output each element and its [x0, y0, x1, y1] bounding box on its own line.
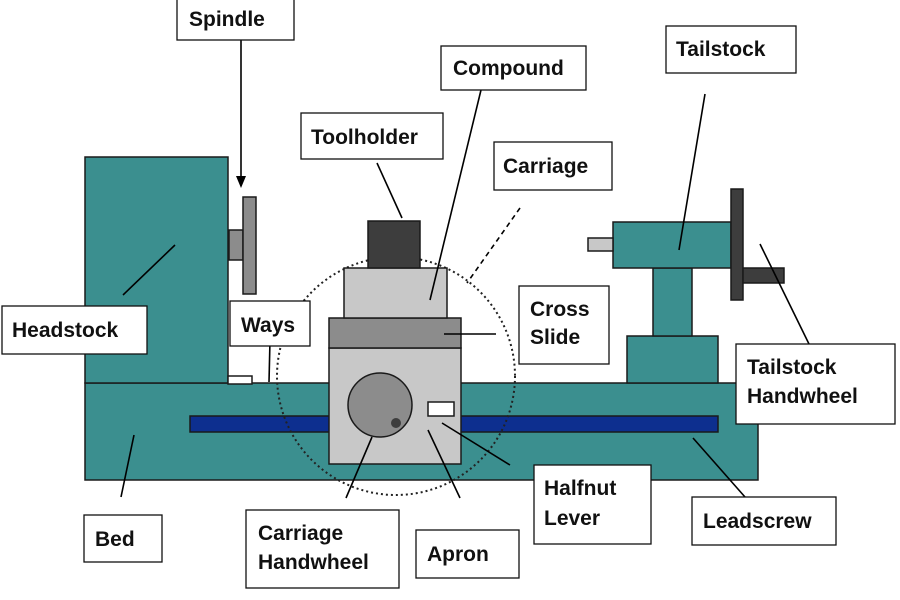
carriage-pointer [466, 207, 521, 284]
tailstock-quill [587, 237, 614, 252]
compound [343, 267, 448, 319]
cross-slide-label-line-2: Slide [530, 326, 580, 349]
tailstock-handwheel [730, 188, 744, 301]
carriage-handwheel-label: Carriage Handwheel [258, 522, 369, 574]
ways-label-box [229, 300, 311, 347]
carriage-handwheel-knob [391, 418, 401, 428]
tailstock-handwheel-label-box [735, 343, 896, 425]
leadscrew-pointer [692, 437, 746, 498]
halfnut-lever [427, 401, 455, 417]
spindle-label-box [176, 0, 295, 41]
tailstock-label: Tailstock [676, 38, 766, 61]
halfnut-lever-label-box [533, 464, 652, 545]
compound-pointer [429, 89, 482, 301]
carriage-label-box [493, 141, 613, 191]
carriage-handwheel-label-line-1: Carriage [258, 522, 343, 545]
spindle-faceplate [242, 196, 257, 295]
labels: Spindle Compound Tailstock Toolholder Ca… [1, 0, 896, 589]
headstock-pointer [122, 244, 176, 296]
cross-slide-label-box [518, 285, 610, 365]
tailstock-base [626, 335, 719, 384]
tailstock-handwheel-pointer [759, 243, 810, 345]
spindle-nose [228, 229, 244, 261]
tailstock-body [612, 221, 732, 269]
toolholder-pointer [376, 162, 403, 219]
tailstock-label-box [665, 25, 797, 74]
toolholder [367, 220, 421, 269]
apron-label-box [415, 529, 520, 579]
tailstock-handwheel-label-line-2: Handwheel [747, 385, 858, 408]
carriage-handwheel-pointer [345, 436, 373, 499]
compound-label: Compound [453, 57, 564, 80]
headstock-label-box [1, 305, 148, 355]
ways-label: Ways [241, 314, 295, 337]
carriage-handwheel-label-box [245, 509, 400, 589]
bed-pointer [120, 434, 135, 498]
carriage-label: Carriage [503, 155, 588, 178]
toolholder-label-box [300, 112, 444, 160]
compound-label-box [440, 45, 587, 91]
halfnut-lever-label: Halfnut Lever [544, 477, 622, 530]
tailstock-handwheel-label-line-1: Tailstock [747, 356, 837, 379]
spindle-arrowhead [236, 176, 246, 188]
carriage-handwheel-label-line-2: Handwheel [258, 551, 369, 574]
ways-pointer [268, 339, 271, 383]
carriage-handwheel [347, 372, 413, 438]
headstock-label: Headstock [12, 319, 119, 342]
halfnut-lever-label-line-2: Lever [544, 507, 600, 530]
apron-label: Apron [427, 543, 489, 566]
leadscrew-label: Leadscrew [703, 510, 812, 533]
tailstock-pointer [678, 93, 706, 251]
toolholder-label: Toolholder [311, 126, 418, 149]
tailstock-handwheel-label: Tailstock Handwheel [747, 356, 858, 408]
bed-label: Bed [95, 528, 135, 551]
spindle-label: Spindle [189, 8, 265, 31]
ways [227, 375, 253, 385]
cross-slide-label-line-1: Cross [530, 298, 590, 321]
apron-pointer [427, 429, 461, 499]
pointer-lines [120, 40, 810, 499]
halfnut-lever-pointer [441, 422, 511, 466]
halfnut-lever-label-line-1: Halfnut [544, 477, 616, 500]
cross-slide-label: Cross Slide [530, 298, 595, 349]
leadscrew-label-box [691, 496, 837, 546]
tailstock-column [652, 267, 693, 337]
bed-label-box [83, 514, 163, 563]
cross-slide [328, 317, 462, 349]
